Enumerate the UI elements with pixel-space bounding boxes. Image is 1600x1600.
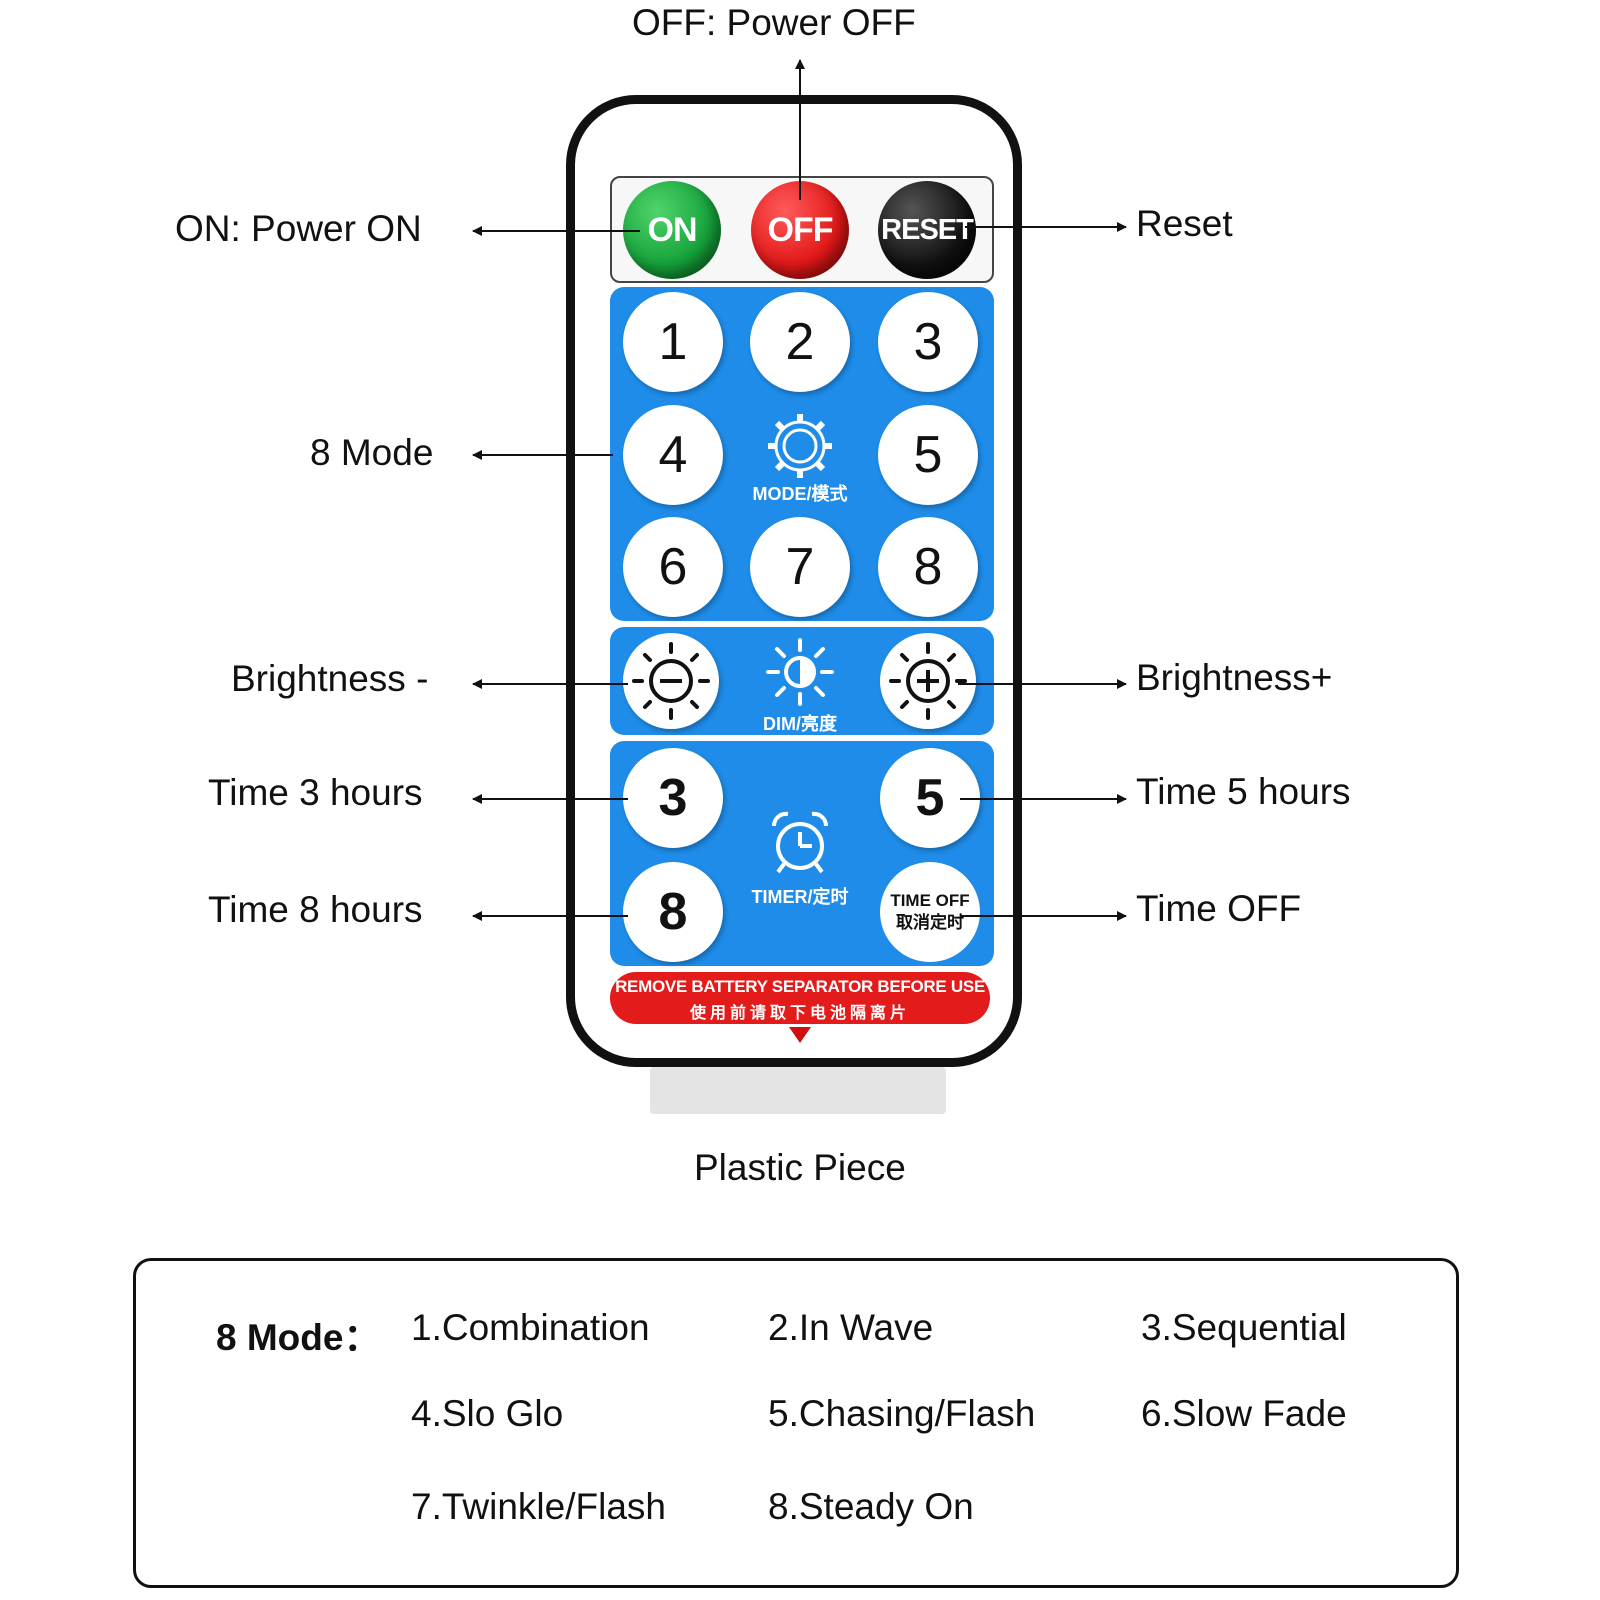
mode-item-3: 3.Sequential xyxy=(1141,1307,1347,1348)
battery-warning-cn: 使用前请取下电池隔离片 xyxy=(689,1005,910,1022)
brightness-minus-callout-label: Brightness - xyxy=(231,658,429,699)
off-button[interactable]: OFF xyxy=(751,181,849,279)
mode-caption: MODE/模式 xyxy=(752,484,848,504)
mode-item-6: 6.Slow Fade xyxy=(1141,1393,1347,1434)
mode-button-7[interactable]: 7 xyxy=(750,517,850,617)
timeoff-callout-label: Time OFF xyxy=(1136,888,1302,929)
timer-caption: TIMER/定时 xyxy=(751,887,849,907)
battery-warning-en: REMOVE BATTERY SEPARATOR BEFORE USE xyxy=(615,977,985,996)
dim-caption: DIM/亮度 xyxy=(763,714,837,734)
mode-button-1[interactable]: 1 xyxy=(623,292,723,392)
mode-item-8: 8.Steady On xyxy=(768,1486,974,1527)
mode-item-7: 7.Twinkle/Flash xyxy=(411,1486,666,1527)
mode-button-6[interactable]: 6 xyxy=(623,517,723,617)
reset-button[interactable]: RESET xyxy=(878,181,976,279)
plastic-piece[interactable] xyxy=(650,1067,946,1114)
plastic-piece-label: Plastic Piece xyxy=(694,1147,906,1188)
timer-3h-button[interactable]: 3 xyxy=(623,748,723,848)
reset-callout-label: Reset xyxy=(1136,203,1233,244)
mode-button-8[interactable]: 8 xyxy=(878,517,978,617)
mode-item-1: 1.Combination xyxy=(411,1307,650,1348)
mode-item-4: 4.Slo Glo xyxy=(411,1393,564,1434)
timer-off-label-cn: 取消定时 xyxy=(896,913,964,932)
brightness-minus-button[interactable] xyxy=(623,633,719,729)
alarm-clock-icon xyxy=(771,811,829,874)
mode-item-5: 5.Chasing/Flash xyxy=(768,1393,1036,1434)
on-button[interactable]: ON xyxy=(623,181,721,279)
pull-arrow-icon xyxy=(789,1027,811,1043)
time8-callout-label: Time 8 hours xyxy=(208,889,423,930)
timer-off-label-en: TIME OFF xyxy=(890,891,970,910)
mode-button-3[interactable]: 3 xyxy=(878,292,978,392)
mode-button-5[interactable]: 5 xyxy=(878,405,978,505)
timer-5h-button[interactable]: 5 xyxy=(880,748,980,848)
mode-button-2[interactable]: 2 xyxy=(750,292,850,392)
mode-legend-box xyxy=(133,1258,1459,1588)
brightness-plus-button[interactable] xyxy=(880,633,976,729)
mode-item-2: 2.In Wave xyxy=(768,1307,934,1348)
timer-off-button[interactable]: TIME OFF 取消定时 xyxy=(880,862,980,962)
battery-warning-strip: REMOVE BATTERY SEPARATOR BEFORE USE 使用前请… xyxy=(610,972,990,1024)
mode-legend-title: 8 Mode： xyxy=(216,1317,381,1358)
timer-8h-button[interactable]: 8 xyxy=(623,862,723,962)
time3-callout-label: Time 3 hours xyxy=(208,772,423,813)
brightness-plus-callout-label: Brightness+ xyxy=(1136,657,1333,698)
mode-button-4[interactable]: 4 xyxy=(623,405,723,505)
brightness-icon xyxy=(766,638,834,706)
on-callout-label: ON: Power ON xyxy=(175,208,422,249)
gear-icon xyxy=(768,414,832,478)
mode-callout-label: 8 Mode xyxy=(310,432,434,473)
sun-minus-icon xyxy=(632,642,710,720)
time5-callout-label: Time 5 hours xyxy=(1136,771,1351,812)
sun-plus-icon xyxy=(889,642,967,720)
off-callout-label: OFF: Power OFF xyxy=(632,2,916,43)
